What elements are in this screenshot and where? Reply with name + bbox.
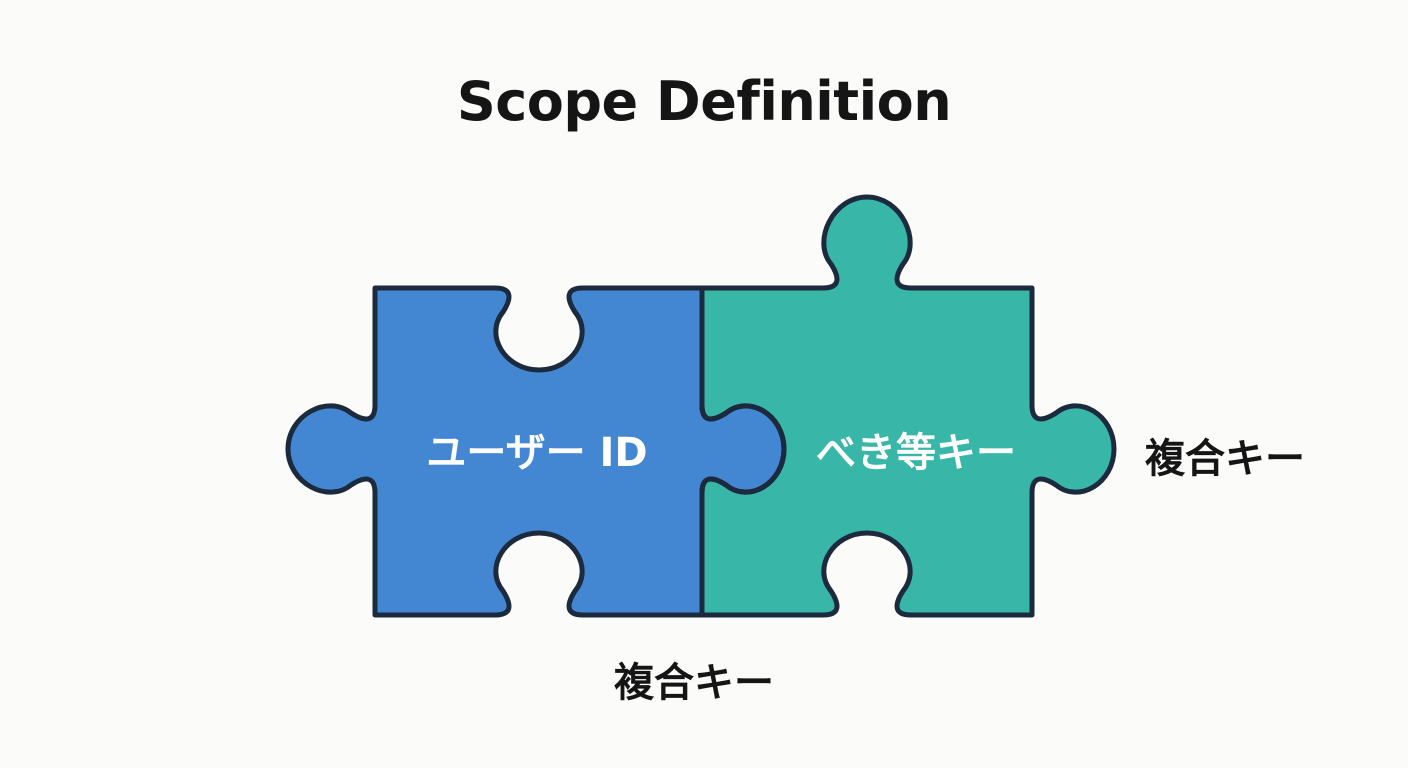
puzzle-joint-outline — [699, 288, 787, 615]
piece-label-user-id: ユーザー ID — [426, 430, 647, 476]
composite-key-label-bottom: 複合キー — [614, 660, 774, 706]
diagram-title: Scope Definition — [456, 70, 952, 133]
puzzle-piece-idempotency-key — [699, 194, 1117, 618]
piece-label-idempotency-key: べき等キー — [816, 430, 1016, 476]
composite-key-label-right: 複合キー — [1145, 436, 1305, 482]
